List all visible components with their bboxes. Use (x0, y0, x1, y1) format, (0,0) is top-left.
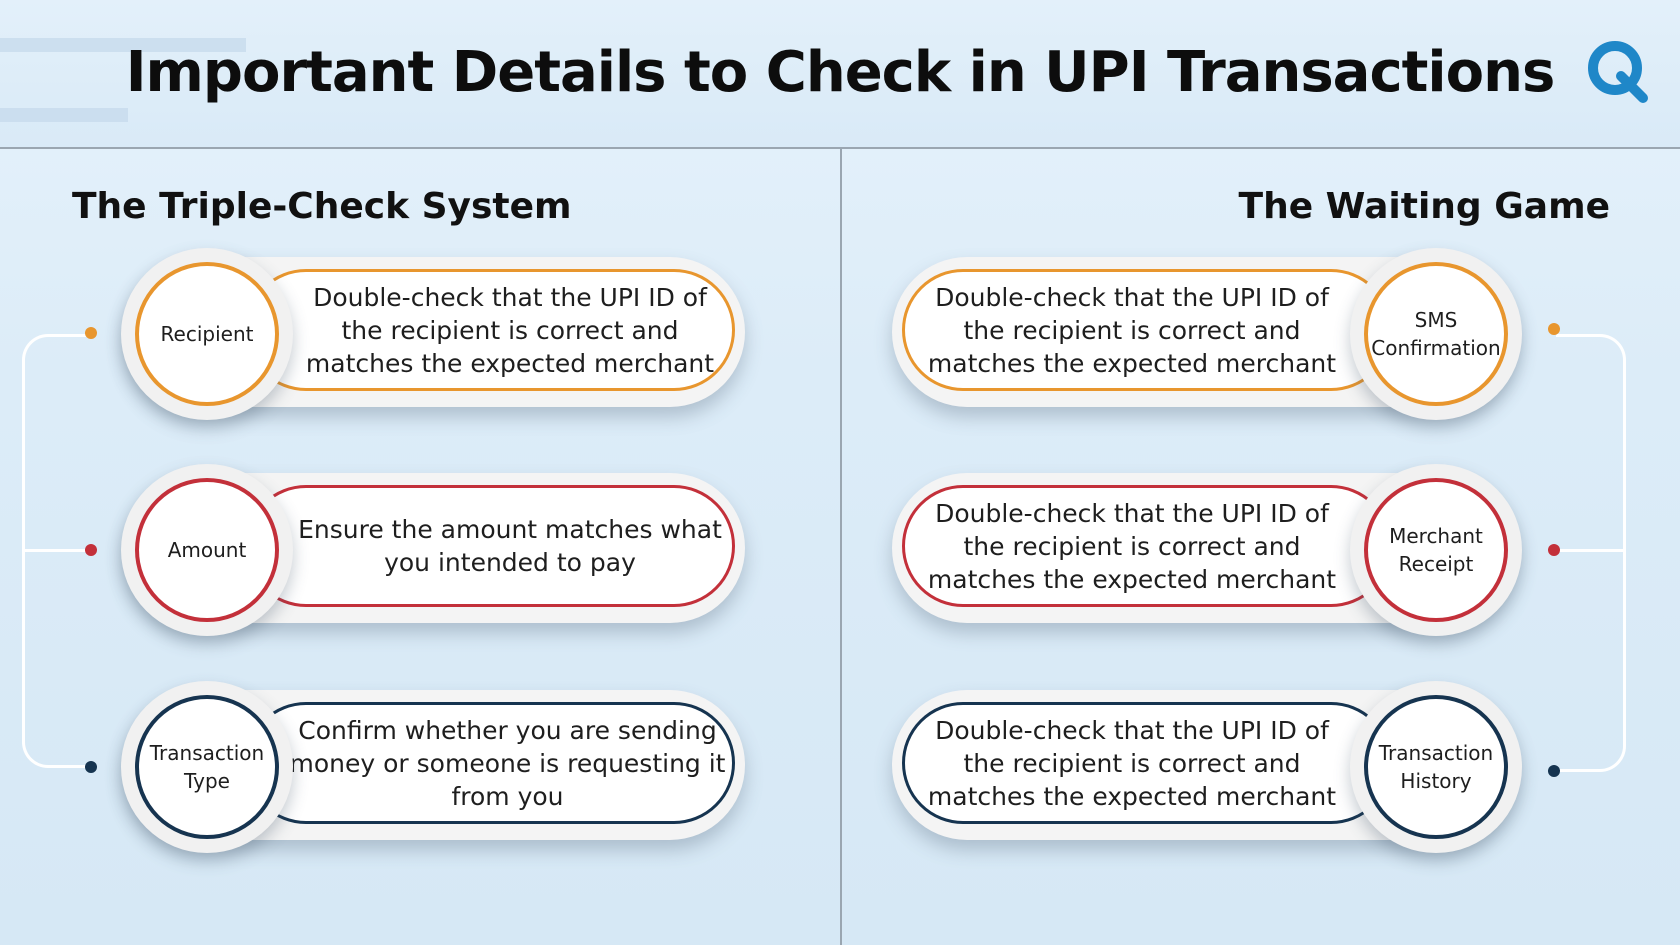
section-title-waiting-game: The Waiting Game (1238, 186, 1610, 227)
label-circle: Amount (121, 464, 293, 636)
label-circle: SMS Confirmation (1350, 248, 1522, 420)
label-circle: Recipient (121, 248, 293, 420)
circle-label: Merchant Receipt (1364, 478, 1508, 622)
item-description: Double-check that the UPI ID of the reci… (927, 498, 1337, 594)
center-divider (840, 149, 842, 945)
section-title-triple-check: The Triple-Check System (72, 186, 572, 227)
item-description: Double-check that the UPI ID of the reci… (927, 715, 1337, 811)
item-band (902, 485, 1392, 607)
right-bracket-mid (1556, 549, 1626, 552)
item-band (902, 269, 1392, 391)
item-description: Ensure the amount matches what you inten… (298, 515, 722, 577)
circle-label: Transaction Type (135, 695, 279, 839)
item-band (245, 485, 735, 607)
item-band (245, 702, 735, 824)
item-band (245, 269, 735, 391)
label-circle: Transaction Type (121, 681, 293, 853)
left-bracket-mid (22, 549, 92, 552)
label-circle: Transaction History (1350, 681, 1522, 853)
q-logo-icon (1588, 41, 1648, 103)
right-bracket (1556, 334, 1626, 772)
circle-label: Transaction History (1364, 695, 1508, 839)
circle-label: SMS Confirmation (1364, 262, 1508, 406)
item-description: Confirm whether you are sending money or… (289, 715, 726, 811)
item-description: Double-check that the UPI ID of the reci… (927, 282, 1337, 378)
circle-label: Recipient (135, 262, 279, 406)
dot-navy (85, 761, 97, 773)
dot-red (85, 544, 97, 556)
dot-orange (1548, 323, 1560, 335)
header-band (0, 0, 1680, 149)
item-description: Double-check that the UPI ID of the reci… (305, 282, 715, 378)
circle-label: Amount (135, 478, 279, 622)
label-circle: Merchant Receipt (1350, 464, 1522, 636)
decor-bar (0, 108, 128, 122)
left-item-recipient: Double-check that the UPI ID of the reci… (125, 257, 745, 407)
dot-orange (85, 327, 97, 339)
decor-bar (0, 38, 246, 52)
item-band (902, 702, 1392, 824)
dot-navy (1548, 765, 1560, 777)
dot-red (1548, 544, 1560, 556)
page-title: Important Details to Check in UPI Transa… (125, 40, 1556, 105)
